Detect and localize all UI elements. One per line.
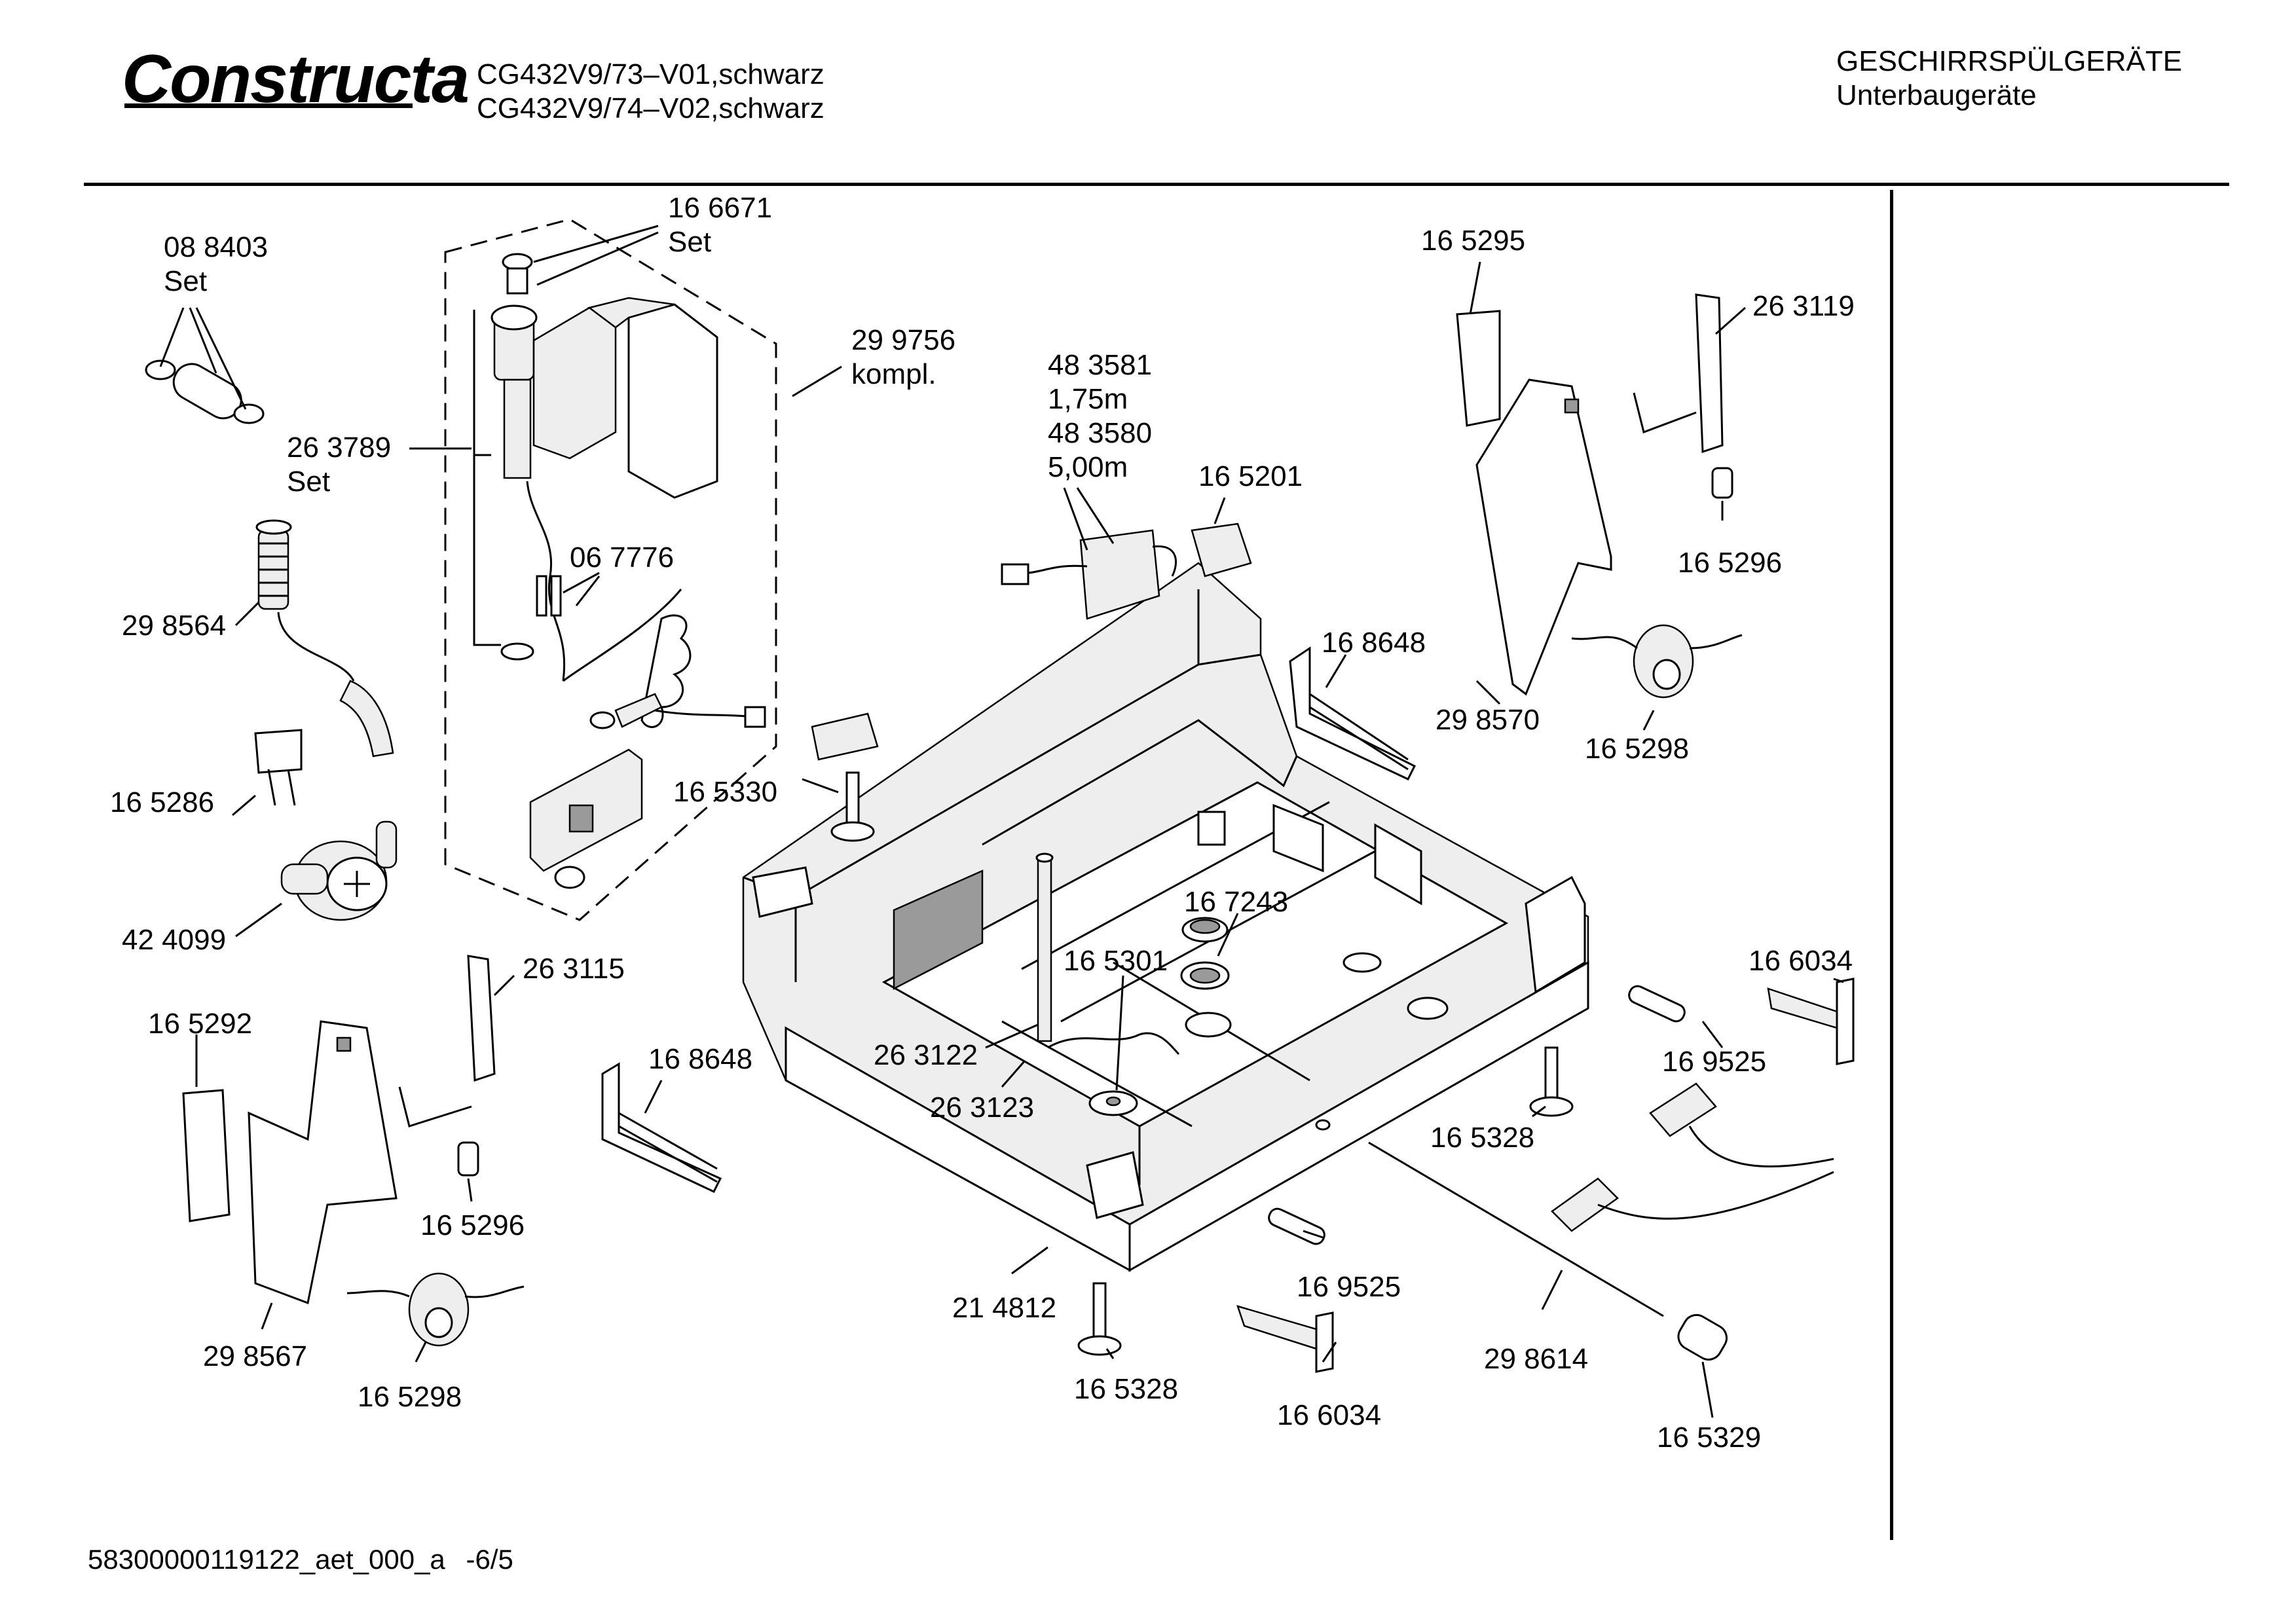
part-note-299756: kompl.	[851, 358, 936, 390]
screw-165330	[832, 773, 874, 841]
part-label-165328-bottom: 16 5328	[1074, 1373, 1179, 1405]
screw-165328-bottom	[1079, 1283, 1120, 1355]
model-line-2: CG432V9/74–V02,schwarz	[477, 92, 824, 124]
part-label-263789: 26 3789	[287, 431, 392, 464]
part-label-263122: 26 3122	[874, 1039, 978, 1071]
leader-lines	[160, 226, 1843, 1418]
part-length-483580: 5,00m	[1048, 451, 1128, 483]
part-label-299756: 29 9756	[851, 324, 956, 356]
part-note-088403: Set	[164, 265, 208, 297]
wiring-harness	[1552, 1084, 1834, 1231]
spring-clip-165296-bottom	[458, 1143, 478, 1175]
part-label-263123: 26 3123	[930, 1091, 1035, 1124]
part-label-165330: 16 5330	[673, 776, 778, 808]
part-label-298567: 29 8567	[203, 1340, 308, 1372]
part-note-263789: Set	[287, 466, 331, 498]
screw-165328-right	[1530, 1048, 1572, 1116]
part-label-165298-top: 16 5298	[1585, 733, 1690, 765]
rod-298614	[1369, 1143, 1731, 1365]
drain-pump	[282, 822, 396, 920]
brand-logo-underline	[124, 103, 413, 108]
part-label-263119: 26 3119	[1752, 290, 1855, 322]
part-label-424099: 42 4099	[122, 924, 227, 956]
part-label-165298-bottom: 16 5298	[358, 1381, 462, 1413]
part-label-263115: 26 3115	[523, 953, 625, 985]
part-label-166034-right: 16 6034	[1749, 945, 1853, 977]
part-label-165295: 16 5295	[1421, 225, 1526, 257]
model-line-1: CG432V9/73–V01,schwarz	[477, 58, 824, 90]
hinge-plate-298570	[1477, 380, 1611, 694]
connector-165201	[1192, 524, 1251, 576]
spring-168648-top	[1290, 648, 1415, 779]
category-title: GESCHIRRSPÜLGERÄTE	[1836, 45, 2183, 77]
part-length-483581: 1,75m	[1048, 383, 1128, 415]
part-label-165301: 16 5301	[1064, 945, 1168, 977]
screw-169525-right	[1627, 983, 1688, 1024]
part-label-165292: 16 5292	[148, 1008, 253, 1040]
part-label-165286: 16 5286	[110, 786, 215, 818]
inlet-valve-assembly	[445, 219, 776, 920]
subcategory-title: Unterbaugeräte	[1836, 79, 2037, 111]
part-label-168648-bottom: 16 8648	[648, 1043, 753, 1075]
part-label-214812: 21 4812	[952, 1292, 1057, 1324]
brand-logo: Constructa	[122, 41, 470, 117]
part-label-166034-bottom: 16 6034	[1277, 1399, 1382, 1431]
part-label-167243: 16 7243	[1184, 886, 1289, 918]
rail-166034-right	[1768, 979, 1853, 1064]
clip-165286	[255, 730, 301, 805]
part-label-169525-bottom: 16 9525	[1297, 1271, 1401, 1303]
hinge-cover-165292	[183, 1090, 229, 1221]
bellows-hose	[257, 521, 393, 756]
part-label-165296-bottom: 16 5296	[420, 1209, 525, 1241]
hinge-bracket-263115	[399, 956, 494, 1126]
part-label-067776: 06 7776	[570, 541, 675, 574]
part-label-165201: 16 5201	[1198, 460, 1303, 492]
footer: 58300000119122_aet_000_a -6/5	[88, 1544, 513, 1575]
screw-169525-bottom	[1267, 1206, 1327, 1247]
spring-168648-bottom	[602, 1064, 720, 1192]
hose-clamp-set	[146, 357, 263, 425]
switch-165330	[812, 714, 878, 760]
mains-cable-connector	[1002, 530, 1176, 619]
part-label-088403: 08 8403	[164, 231, 268, 263]
part-label-298614: 29 8614	[1484, 1343, 1589, 1375]
part-label-298564: 29 8564	[122, 610, 227, 642]
part-label-483580: 48 3580	[1048, 417, 1153, 449]
header-divider	[84, 183, 2229, 186]
hinge-plate-298567	[249, 1021, 396, 1303]
spring-clip-165296-top	[1713, 468, 1732, 498]
part-label-168648-top: 16 8648	[1322, 627, 1426, 659]
document-id: 58300000119122_aet_000_a	[88, 1544, 445, 1575]
rail-166034-bottom	[1238, 1306, 1333, 1372]
part-label-483581: 48 3581	[1048, 349, 1153, 381]
page-indicator: -6/5	[466, 1544, 513, 1575]
part-note-166671: Set	[668, 226, 712, 258]
part-label-169525-right: 16 9525	[1662, 1046, 1767, 1078]
hinge-bracket-263119	[1634, 295, 1722, 452]
part-label-166671: 16 6671	[668, 192, 773, 224]
hinge-wheel-165298-bottom	[347, 1273, 524, 1346]
part-label-165329: 16 5329	[1657, 1421, 1762, 1454]
base-tub	[743, 563, 1588, 1270]
hinge-wheel-165298-top	[1572, 625, 1742, 697]
hinge-cover-165295	[1457, 311, 1500, 426]
right-margin-divider	[1890, 190, 1893, 1540]
part-label-298570: 29 8570	[1435, 704, 1540, 736]
part-label-165328-right: 16 5328	[1430, 1122, 1535, 1154]
part-label-165296-top: 16 5296	[1678, 547, 1783, 579]
